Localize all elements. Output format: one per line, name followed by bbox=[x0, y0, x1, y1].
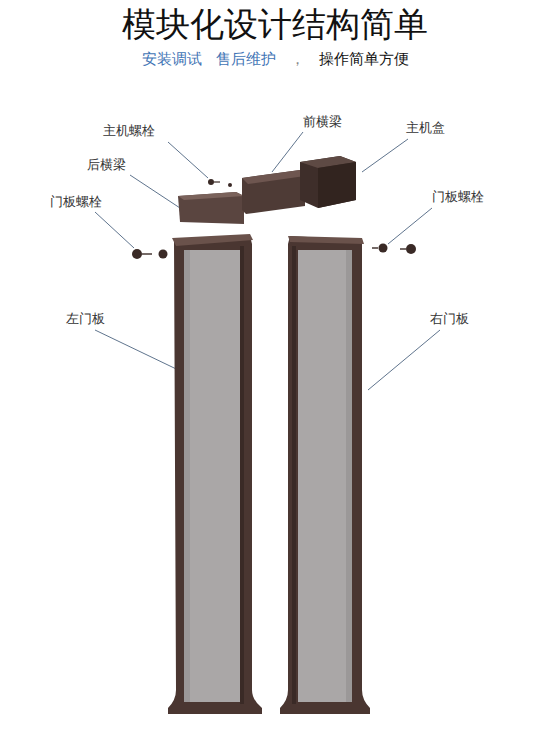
rear-beam bbox=[178, 192, 244, 224]
front-beam bbox=[242, 170, 305, 214]
door-bolts-right bbox=[372, 244, 416, 255]
part-label: 门板螺栓 bbox=[50, 193, 102, 211]
part-label: 主机螺栓 bbox=[103, 122, 155, 140]
part-label: 右门板 bbox=[430, 310, 469, 328]
leader-lines bbox=[95, 132, 440, 390]
page-title: 模块化设计结构简单 bbox=[0, 2, 550, 48]
subtitle-row: 安装调试售后维护 ， 操作简单方便 bbox=[0, 50, 550, 69]
right-door-panel bbox=[280, 236, 370, 714]
subtitle-text: ， bbox=[290, 50, 305, 69]
host-bolts bbox=[208, 179, 232, 187]
host-box bbox=[300, 156, 356, 208]
part-label: 后横梁 bbox=[87, 156, 126, 174]
left-door-panel bbox=[168, 234, 262, 714]
part-label: 前横梁 bbox=[303, 113, 342, 131]
subtitle-text: 操作简单方便 bbox=[319, 50, 409, 69]
door-bolts-left bbox=[132, 249, 168, 259]
part-label: 门板螺栓 bbox=[432, 188, 484, 206]
part-label: 主机盒 bbox=[406, 119, 445, 137]
subtitle-text: 安装调试 bbox=[142, 50, 202, 69]
subtitle-text: 售后维护 bbox=[216, 50, 276, 69]
part-label: 左门板 bbox=[66, 310, 105, 328]
